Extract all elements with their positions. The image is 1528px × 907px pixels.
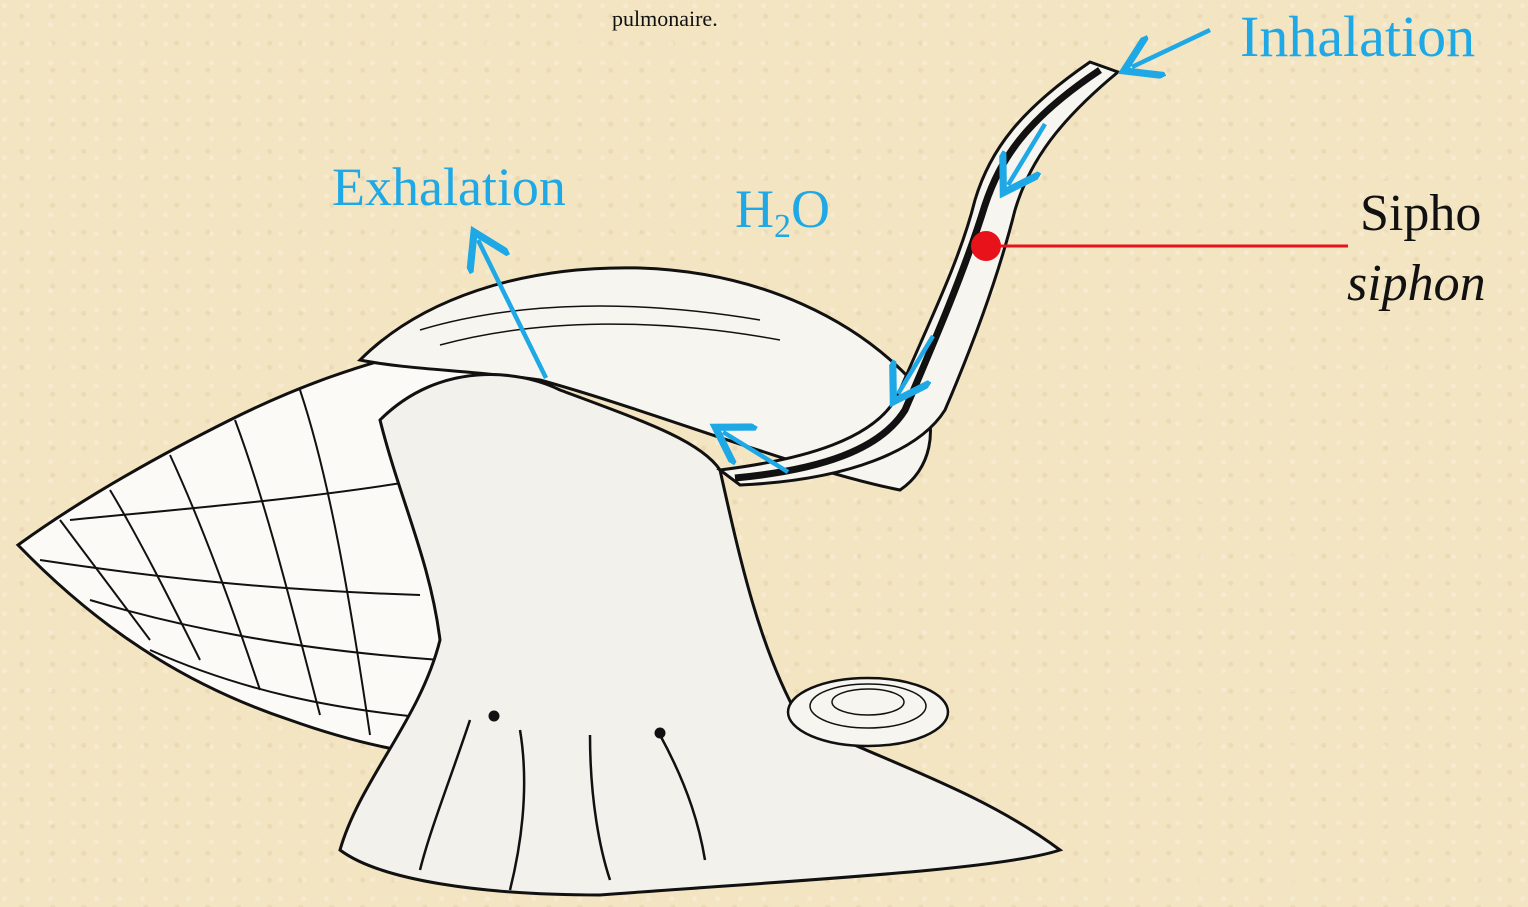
snail-body xyxy=(340,375,1060,895)
inhalation-arrow xyxy=(1132,30,1210,67)
siphon-pointer xyxy=(971,231,1348,261)
operculum xyxy=(788,678,948,746)
